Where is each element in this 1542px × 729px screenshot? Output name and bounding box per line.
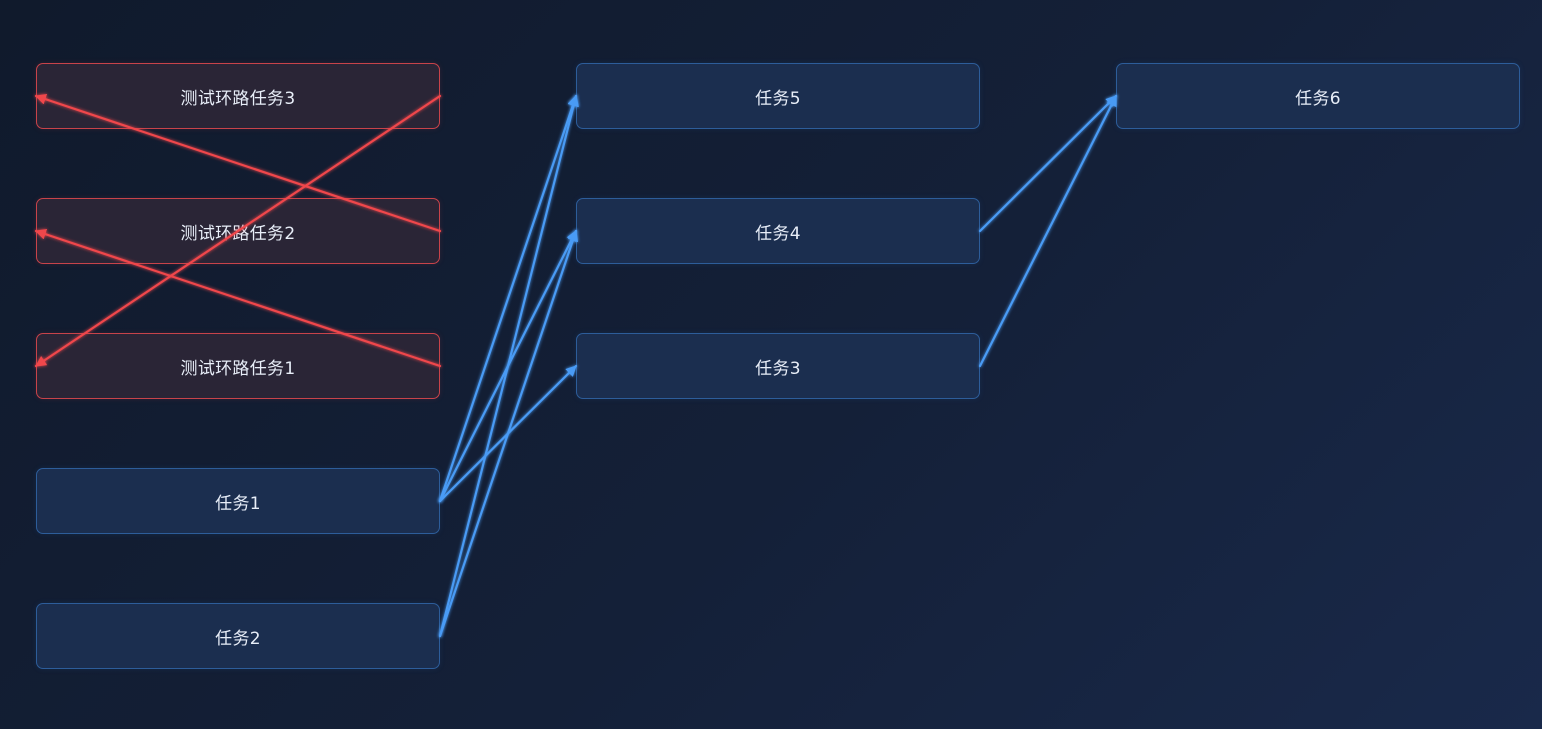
edge-t1-to-t3: [438, 364, 578, 503]
node-task-5[interactable]: 任务5: [576, 63, 980, 129]
edge-t1-to-t5: [438, 94, 579, 503]
node-task-3[interactable]: 任务3: [576, 333, 980, 399]
edge-t2-to-t4: [438, 229, 579, 638]
node-cycle-task-2[interactable]: 测试环路任务2: [36, 198, 440, 264]
node-task-2[interactable]: 任务2: [36, 603, 440, 669]
edge-t4-to-t6: [978, 94, 1118, 233]
edge-t2-to-t5: [438, 94, 579, 638]
node-task-1[interactable]: 任务1: [36, 468, 440, 534]
edge-t1-to-t4: [438, 229, 578, 503]
node-task-6[interactable]: 任务6: [1116, 63, 1520, 129]
node-task-4[interactable]: 任务4: [576, 198, 980, 264]
edge-t3-to-t6: [978, 94, 1118, 368]
node-cycle-task-1[interactable]: 测试环路任务1: [36, 333, 440, 399]
node-cycle-task-3[interactable]: 测试环路任务3: [36, 63, 440, 129]
